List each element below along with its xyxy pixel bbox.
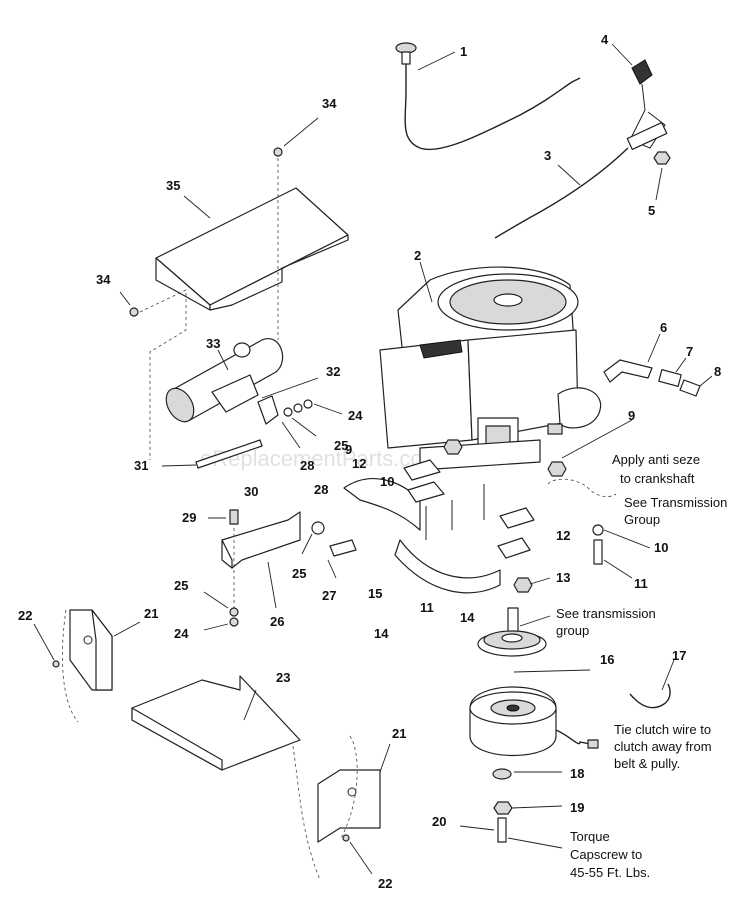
part-23-plate bbox=[131, 675, 301, 771]
part-35-muffler-shield bbox=[155, 187, 349, 311]
note-see-transmission-lower-line1: See transmission bbox=[556, 606, 656, 621]
exhaust-pipe-gaskets bbox=[343, 459, 551, 594]
callout-16: 16 bbox=[600, 652, 614, 667]
part-34-screws bbox=[119, 117, 319, 460]
callout-23: 23 bbox=[276, 670, 290, 685]
callout-28-top: 28 bbox=[300, 458, 314, 473]
callout-30: 30 bbox=[244, 484, 258, 499]
bracket-assembly bbox=[203, 509, 357, 631]
note-torque-line1: Torque bbox=[570, 829, 610, 844]
callout-26: 26 bbox=[270, 614, 284, 629]
callout-15: 15 bbox=[368, 586, 382, 601]
clutch-assembly bbox=[459, 607, 599, 849]
note-see-transmission-lower-line2: group bbox=[556, 623, 589, 638]
part-4-knob bbox=[611, 43, 668, 151]
callout-10-left: 10 bbox=[380, 474, 394, 489]
callout-34-left: 34 bbox=[96, 272, 111, 287]
part-10-11-bolt bbox=[592, 524, 651, 579]
part-2-engine bbox=[379, 261, 602, 471]
callout-5: 5 bbox=[648, 203, 655, 218]
note-anti-seize-line1: Apply anti seze bbox=[612, 452, 700, 467]
callout-22-right: 22 bbox=[378, 876, 392, 891]
callout-27: 27 bbox=[322, 588, 336, 603]
callout-14-left: 14 bbox=[374, 626, 389, 641]
callout-12-left: 12 bbox=[352, 456, 366, 471]
part-21-brackets bbox=[62, 609, 391, 881]
callout-3: 3 bbox=[544, 148, 551, 163]
note-anti-seize-line2: to crankshaft bbox=[620, 471, 695, 486]
callout-24-top: 24 bbox=[348, 408, 363, 423]
callout-31: 31 bbox=[134, 458, 148, 473]
callout-25-mid: 25 bbox=[292, 566, 306, 581]
callout-10-right: 10 bbox=[654, 540, 668, 555]
callout-9-right: 9 bbox=[628, 408, 635, 423]
part-3-choke-cable bbox=[494, 147, 629, 239]
callout-labels: 1 4 34 35 3 5 2 34 6 33 7 32 8 24 9 25 9… bbox=[18, 32, 721, 891]
callout-12-right: 12 bbox=[556, 528, 570, 543]
callout-25-low: 25 bbox=[174, 578, 188, 593]
callout-11-mid: 11 bbox=[420, 600, 434, 615]
muffler-hardware bbox=[161, 377, 343, 469]
callout-4: 4 bbox=[601, 32, 609, 47]
callout-19: 19 bbox=[570, 800, 584, 815]
callout-20: 20 bbox=[432, 814, 446, 829]
callout-8: 8 bbox=[714, 364, 721, 379]
callout-2: 2 bbox=[414, 248, 421, 263]
callout-34-top: 34 bbox=[322, 96, 337, 111]
note-clutch-wire-line3: belt & pully. bbox=[614, 756, 680, 771]
callout-11-right: 11 bbox=[634, 576, 648, 591]
callout-17: 17 bbox=[672, 648, 686, 663]
annotation-notes: Apply anti seze to crankshaft See Transm… bbox=[556, 452, 727, 880]
part-9-nuts bbox=[443, 419, 633, 477]
callout-22-left: 22 bbox=[18, 608, 32, 623]
note-torque-line3: 45-55 Ft. Lbs. bbox=[570, 865, 650, 880]
note-clutch-wire-line2: clutch away from bbox=[614, 739, 712, 754]
callout-25-top: 25 bbox=[334, 438, 348, 453]
note-torque-line2: Capscrew to bbox=[570, 847, 642, 862]
callout-7: 7 bbox=[686, 344, 693, 359]
fuel-line-fittings bbox=[603, 333, 713, 397]
part-5-nut bbox=[653, 151, 671, 201]
callout-14-right: 14 bbox=[460, 610, 475, 625]
part-1-throttle-cable bbox=[395, 42, 581, 151]
part-17-clip bbox=[629, 659, 675, 709]
callout-32: 32 bbox=[326, 364, 340, 379]
part-22-screws bbox=[33, 623, 373, 875]
callout-29: 29 bbox=[182, 510, 196, 525]
note-see-transmission-line2: Group bbox=[624, 512, 660, 527]
note-clutch-wire-line1: Tie clutch wire to bbox=[614, 722, 711, 737]
transmission-pointer bbox=[547, 478, 617, 498]
callout-18: 18 bbox=[570, 766, 584, 781]
callout-21-left: 21 bbox=[144, 606, 158, 621]
callout-33: 33 bbox=[206, 336, 220, 351]
callout-24-low: 24 bbox=[174, 626, 189, 641]
part-33-muffler bbox=[165, 338, 284, 423]
callout-1: 1 bbox=[460, 44, 467, 59]
note-see-transmission-line1: See Transmission bbox=[624, 495, 727, 510]
callout-13: 13 bbox=[556, 570, 570, 585]
callout-9-left: 9 bbox=[345, 442, 352, 457]
callout-6: 6 bbox=[660, 320, 667, 335]
callout-28-mid: 28 bbox=[314, 482, 328, 497]
callout-35: 35 bbox=[166, 178, 180, 193]
callout-21-right: 21 bbox=[392, 726, 406, 741]
